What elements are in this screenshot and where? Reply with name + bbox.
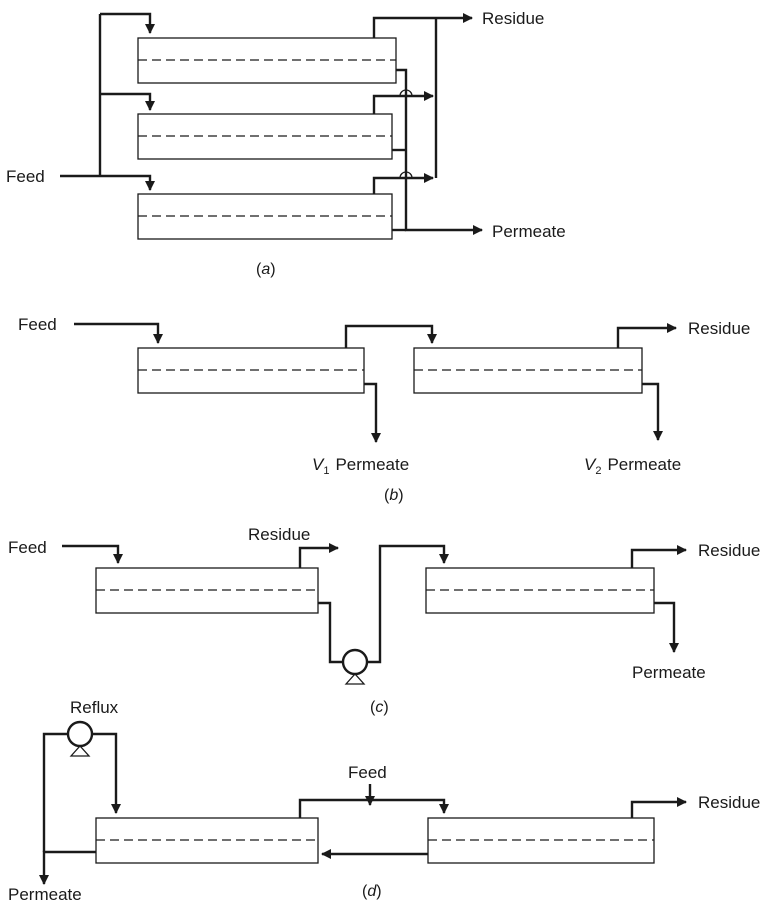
feed-branch-a3 <box>100 174 156 192</box>
caption-c: (c) <box>370 699 389 716</box>
permeate-line-c2 <box>654 601 680 654</box>
permeate-line-d <box>38 850 96 886</box>
feed-label-a: Feed <box>6 167 45 186</box>
residue-label-c2: Residue <box>698 541 760 560</box>
permeate-label-d: Permeate <box>8 885 82 904</box>
crossover-hump-a2 <box>399 89 413 97</box>
pump-icon <box>341 648 369 685</box>
caption-d: (d) <box>362 883 382 900</box>
permeate-line-b1 <box>364 382 382 444</box>
residue-branch-a2 <box>372 90 435 114</box>
feed-label-d: Feed <box>348 763 387 782</box>
crossover-hump-a3 <box>399 171 413 179</box>
residue-label-b: Residue <box>688 319 750 338</box>
reflux-return-line-d <box>92 732 122 815</box>
feed-branch-a1 <box>100 12 156 35</box>
caption-b: (b) <box>384 487 404 504</box>
diagram-c: Feed Residue Residue Permeate (c) <box>8 525 760 716</box>
residue-label-d: Residue <box>698 793 760 812</box>
reflux-suction-line-d <box>42 732 68 852</box>
caption-a: (a) <box>256 261 276 278</box>
permeate-label-a: Permeate <box>492 222 566 241</box>
permeate-line-b2 <box>642 382 664 442</box>
residue-label-c1: Residue <box>248 525 310 544</box>
feed-label-b: Feed <box>18 315 57 334</box>
residue-line-c2 <box>630 544 688 568</box>
interstage-line-b <box>344 324 438 348</box>
residue-line-c1 <box>298 542 340 568</box>
feed-branch-a2 <box>100 92 156 112</box>
pump-icon <box>66 720 94 757</box>
residue-line-b <box>616 322 678 348</box>
feed-label-c: Feed <box>8 538 47 557</box>
interstage-line-d <box>298 798 450 818</box>
residue-label-a: Residue <box>482 9 544 28</box>
residue-line-d <box>630 796 688 818</box>
reflux-label-d: Reflux <box>70 698 119 717</box>
pump-outlet-line-c <box>368 544 450 664</box>
permeate-line-a <box>396 68 484 236</box>
permeate-label-c: Permeate <box>632 663 706 682</box>
residue-line-a <box>372 12 474 38</box>
residue-branch-a3 <box>372 172 435 194</box>
diagram-d: Reflux Feed Residue Permeate (d) <box>8 698 760 904</box>
feed-line-b <box>74 322 164 345</box>
diagram-a: Feed Residue Permeate (a) <box>6 9 566 278</box>
feed-line-c <box>62 544 124 565</box>
permeate-to-pump-c <box>318 601 342 664</box>
